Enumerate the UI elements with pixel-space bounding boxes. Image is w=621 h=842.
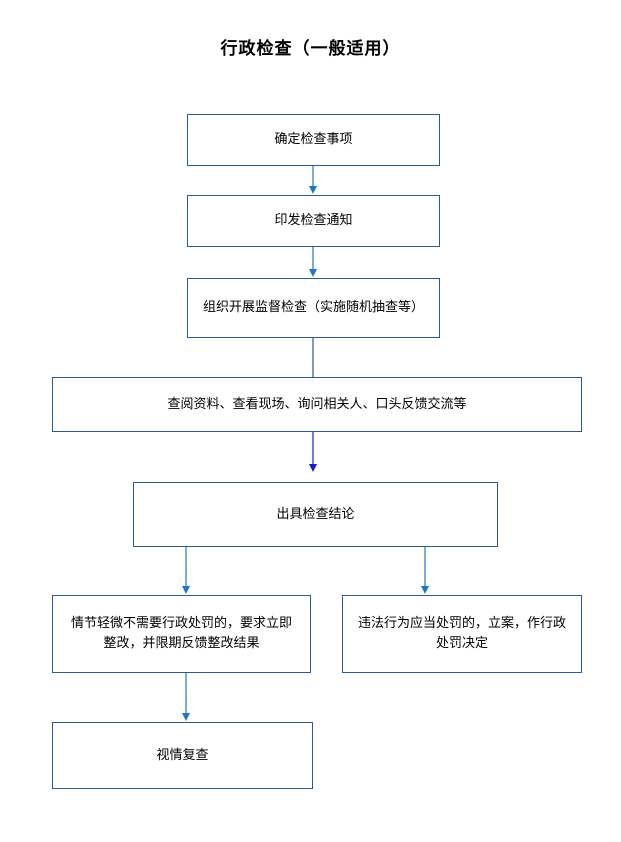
step-issue-notice: 印发检查通知 xyxy=(187,195,440,247)
step-minor-rectify-line2: 整改，并限期反馈整改结果 xyxy=(103,636,260,651)
step-review-materials-label: 查阅资料、查看现场、询问相关人、口头反馈交流等 xyxy=(167,396,467,412)
step-issue-notice-label: 印发检查通知 xyxy=(274,213,353,228)
step-penalty-decision: 违法行为应当处罚的，立案，作行政 处罚决定 xyxy=(342,595,582,673)
step-issue-conclusion-label: 出具检查结论 xyxy=(276,506,355,522)
step-review-materials: 查阅资料、查看现场、询问相关人、口头反馈交流等 xyxy=(52,377,582,432)
step-organize-inspection-label: 组织开展监督检查（实施随机抽查等） xyxy=(202,300,424,315)
step-organize-inspection: 组织开展监督检查（实施随机抽查等） xyxy=(187,278,440,338)
step-recheck: 视情复查 xyxy=(52,722,313,789)
step-recheck-label: 视情复查 xyxy=(156,747,209,763)
step-issue-conclusion: 出具检查结论 xyxy=(133,482,498,547)
step-penalty-decision-line1: 违法行为应当处罚的，立案，作行政 xyxy=(357,616,566,631)
diagram-title: 行政检查（一般适用） xyxy=(220,39,401,59)
step-minor-rectify: 情节轻微不需要行政处罚的，要求立即 整改，并限期反馈整改结果 xyxy=(52,595,311,673)
step-penalty-decision-line2: 处罚决定 xyxy=(435,636,488,651)
step-determine-items: 确定检查事项 xyxy=(187,114,440,166)
step-determine-items-label: 确定检查事项 xyxy=(274,132,353,147)
step-minor-rectify-line1: 情节轻微不需要行政处罚的，要求立即 xyxy=(70,616,292,631)
